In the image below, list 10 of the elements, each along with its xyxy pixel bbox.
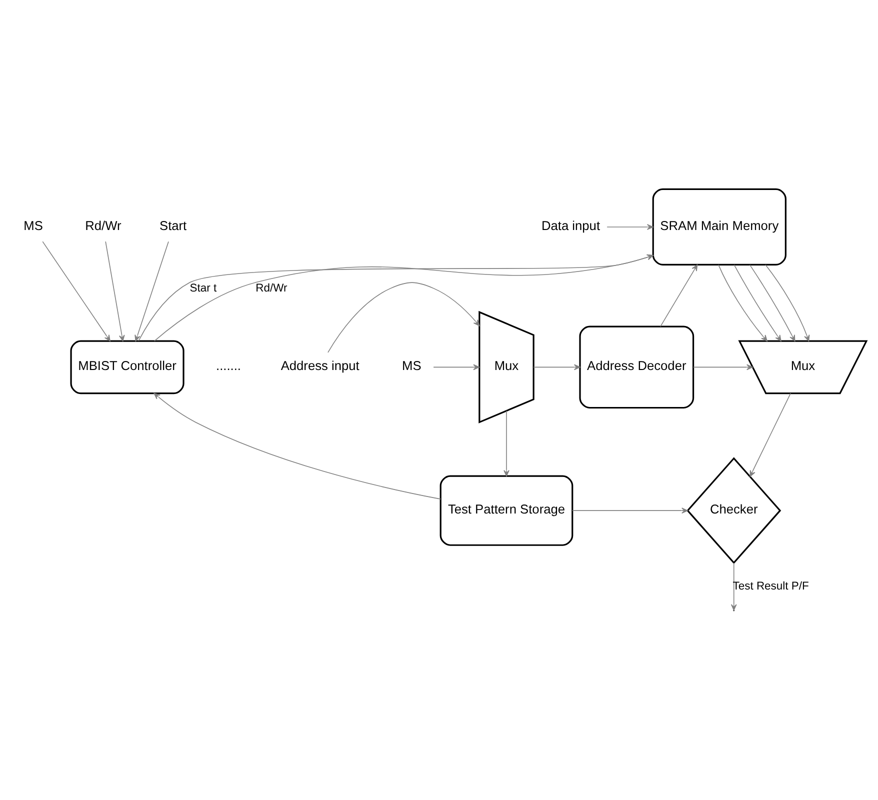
node-text: Data input: [541, 218, 600, 234]
node-text: Start: [160, 218, 187, 234]
node-text: MS: [402, 358, 422, 374]
label: .......: [216, 358, 241, 374]
node-text: MS: [24, 218, 43, 234]
edge-label: Rd/Wr: [256, 282, 288, 294]
edge-label: Test Result P/F: [732, 580, 809, 592]
node-text: Rd/Wr: [85, 218, 122, 234]
node-text: Address input: [280, 358, 360, 374]
edge-label: Star t: [190, 282, 217, 294]
